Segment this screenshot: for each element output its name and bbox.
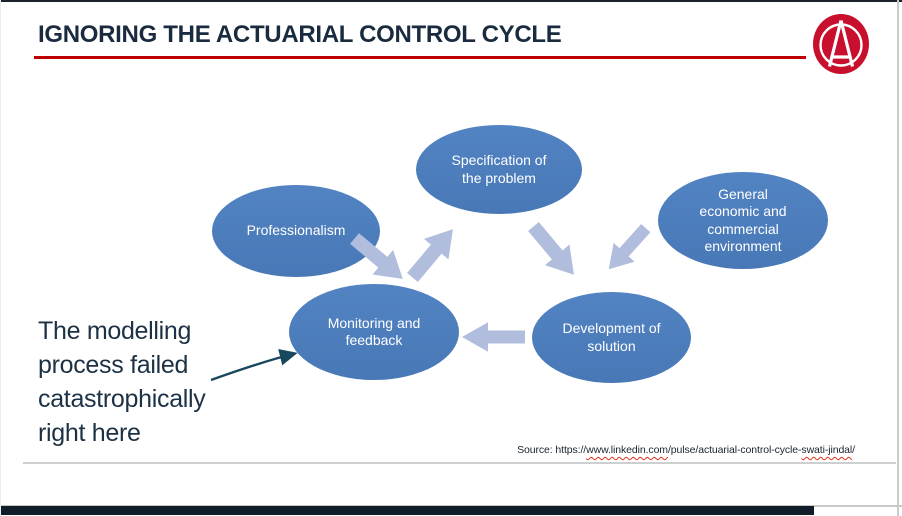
annotation-text: The modelling process failed catastrophi… xyxy=(38,314,268,450)
node-label-line: economic and xyxy=(699,203,787,219)
node-label-line: the problem xyxy=(462,169,536,186)
node-label-line: Development of xyxy=(562,320,661,336)
annotation-line: catastrophically xyxy=(38,385,206,413)
annotation-arrow-icon xyxy=(205,343,305,389)
flow-arrow-monitoring-to-specification-icon xyxy=(399,217,468,289)
flow-arrow-specification-to-development-icon xyxy=(520,215,589,287)
node-development-of-solution: Development of solution xyxy=(532,292,691,383)
node-label: Specification of the problem xyxy=(416,152,582,187)
flow-arrow-development-to-monitoring-icon xyxy=(461,320,525,353)
source-domain: www.linkedin.com xyxy=(586,444,668,456)
node-label-line: feedback xyxy=(345,332,403,348)
title-underline-rule xyxy=(34,56,806,59)
node-label-line: General xyxy=(718,185,768,202)
node-label: Development of solution xyxy=(532,320,691,355)
bottom-divider-line xyxy=(23,462,896,464)
node-general-economic-commercial-environment: General economic and commercial environm… xyxy=(658,172,828,269)
node-monitoring-and-feedback: Monitoring and feedback xyxy=(289,284,459,380)
node-label-line: commercial xyxy=(707,220,779,237)
source-prefix: Source: https:// xyxy=(517,444,587,456)
node-label: Monitoring and feedback xyxy=(289,315,459,350)
source-slug: swati-jindal xyxy=(801,444,853,456)
source-suffix: / xyxy=(852,444,855,456)
source-citation: Source: https://www.linkedin.com/pulse/a… xyxy=(517,444,855,456)
node-specification-of-the-problem: Specification of the problem xyxy=(416,125,582,214)
footer-bar xyxy=(1,506,814,515)
actuaries-logo-icon xyxy=(812,13,870,75)
node-label-line: solution xyxy=(587,337,636,354)
source-path: /pulse/actuarial-control-cycle- xyxy=(667,444,802,456)
node-professionalism: Professionalism xyxy=(212,185,380,277)
node-label: General economic and commercial environm… xyxy=(658,186,828,256)
flow-arrow-professionalism-to-monitoring-icon xyxy=(343,225,415,294)
node-label-line: Specification of xyxy=(451,152,547,168)
node-label: Professionalism xyxy=(212,222,380,240)
node-label-line: Professionalism xyxy=(246,222,346,239)
slide-top-edge xyxy=(1,0,902,2)
page-title: IGNORING THE ACTUARIAL CONTROL CYCLE xyxy=(38,21,562,48)
logo-a-in-circle-icon xyxy=(813,14,869,74)
node-label-line: Monitoring and xyxy=(327,314,421,331)
slide-right-edge xyxy=(897,0,899,516)
node-label-line: environment xyxy=(704,238,782,254)
flow-arrow-environment-to-development-icon xyxy=(596,217,657,280)
annotation-line: process failed xyxy=(38,351,189,379)
annotation-line: The modelling xyxy=(38,317,192,345)
annotation-line: right here xyxy=(38,419,141,447)
